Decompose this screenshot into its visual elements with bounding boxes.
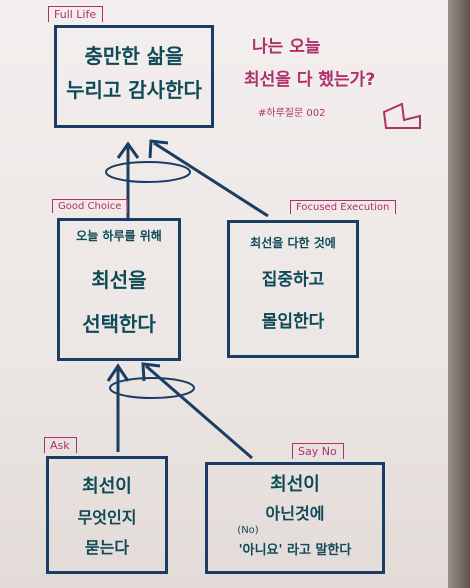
focused-execution-line1: 최선을 다한 것에 <box>250 236 336 250</box>
arrowhead-2 <box>148 139 169 159</box>
full-life-line1: 충만한 삶을 <box>84 44 184 68</box>
good-choice-box <box>57 218 181 361</box>
say-no-box <box>205 462 385 574</box>
ask-tag: Ask <box>44 437 77 453</box>
ask-line2: 무엇인지 <box>77 508 137 527</box>
signature-mark <box>382 102 421 129</box>
focused-execution-box <box>227 220 359 358</box>
good-choice-tag: Good Choice <box>52 199 129 213</box>
focused-execution-line3: 몰입한다 <box>261 312 325 332</box>
ask-line3: 묻는다 <box>84 538 130 557</box>
arrowhead-3 <box>106 363 130 382</box>
ask-line1: 최선이 <box>82 476 132 497</box>
full-life-box <box>54 25 214 128</box>
full-life-tag: Full Life <box>48 6 104 22</box>
focused-execution-line2: 집중하고 <box>261 270 325 290</box>
say-no-tag: Say No <box>292 443 344 459</box>
whiteboard <box>0 0 448 588</box>
arrow-execution-to-full-life <box>153 141 269 218</box>
loop-upper <box>105 161 191 183</box>
arrowhead-4 <box>141 362 161 382</box>
say-no-line1: 최선이 <box>270 474 320 495</box>
question-line1: 나는 오늘 <box>252 37 321 57</box>
good-choice-line3: 선택한다 <box>82 312 156 336</box>
hashtag: #하루질문 002 <box>258 108 326 119</box>
loop-lower <box>109 377 195 399</box>
board-edge <box>448 0 470 588</box>
ask-box <box>46 456 168 574</box>
say-no-line2: 아닌것에 <box>265 504 325 523</box>
good-choice-line1: 오늘 하루를 위해 <box>76 229 162 243</box>
say-no-note: (No) <box>237 525 259 536</box>
question-line2: 최선을 다 했는가? <box>244 70 376 90</box>
focused-execution-tag: Focused Execution <box>290 200 397 214</box>
arrow-say-no-to-good-choice <box>145 364 253 460</box>
arrowhead-1 <box>116 141 140 159</box>
say-no-line3: '아니요' 라고 말한다 <box>238 543 352 558</box>
good-choice-line2: 최선을 <box>91 268 147 292</box>
full-life-line2: 누리고 감사한다 <box>66 78 202 102</box>
